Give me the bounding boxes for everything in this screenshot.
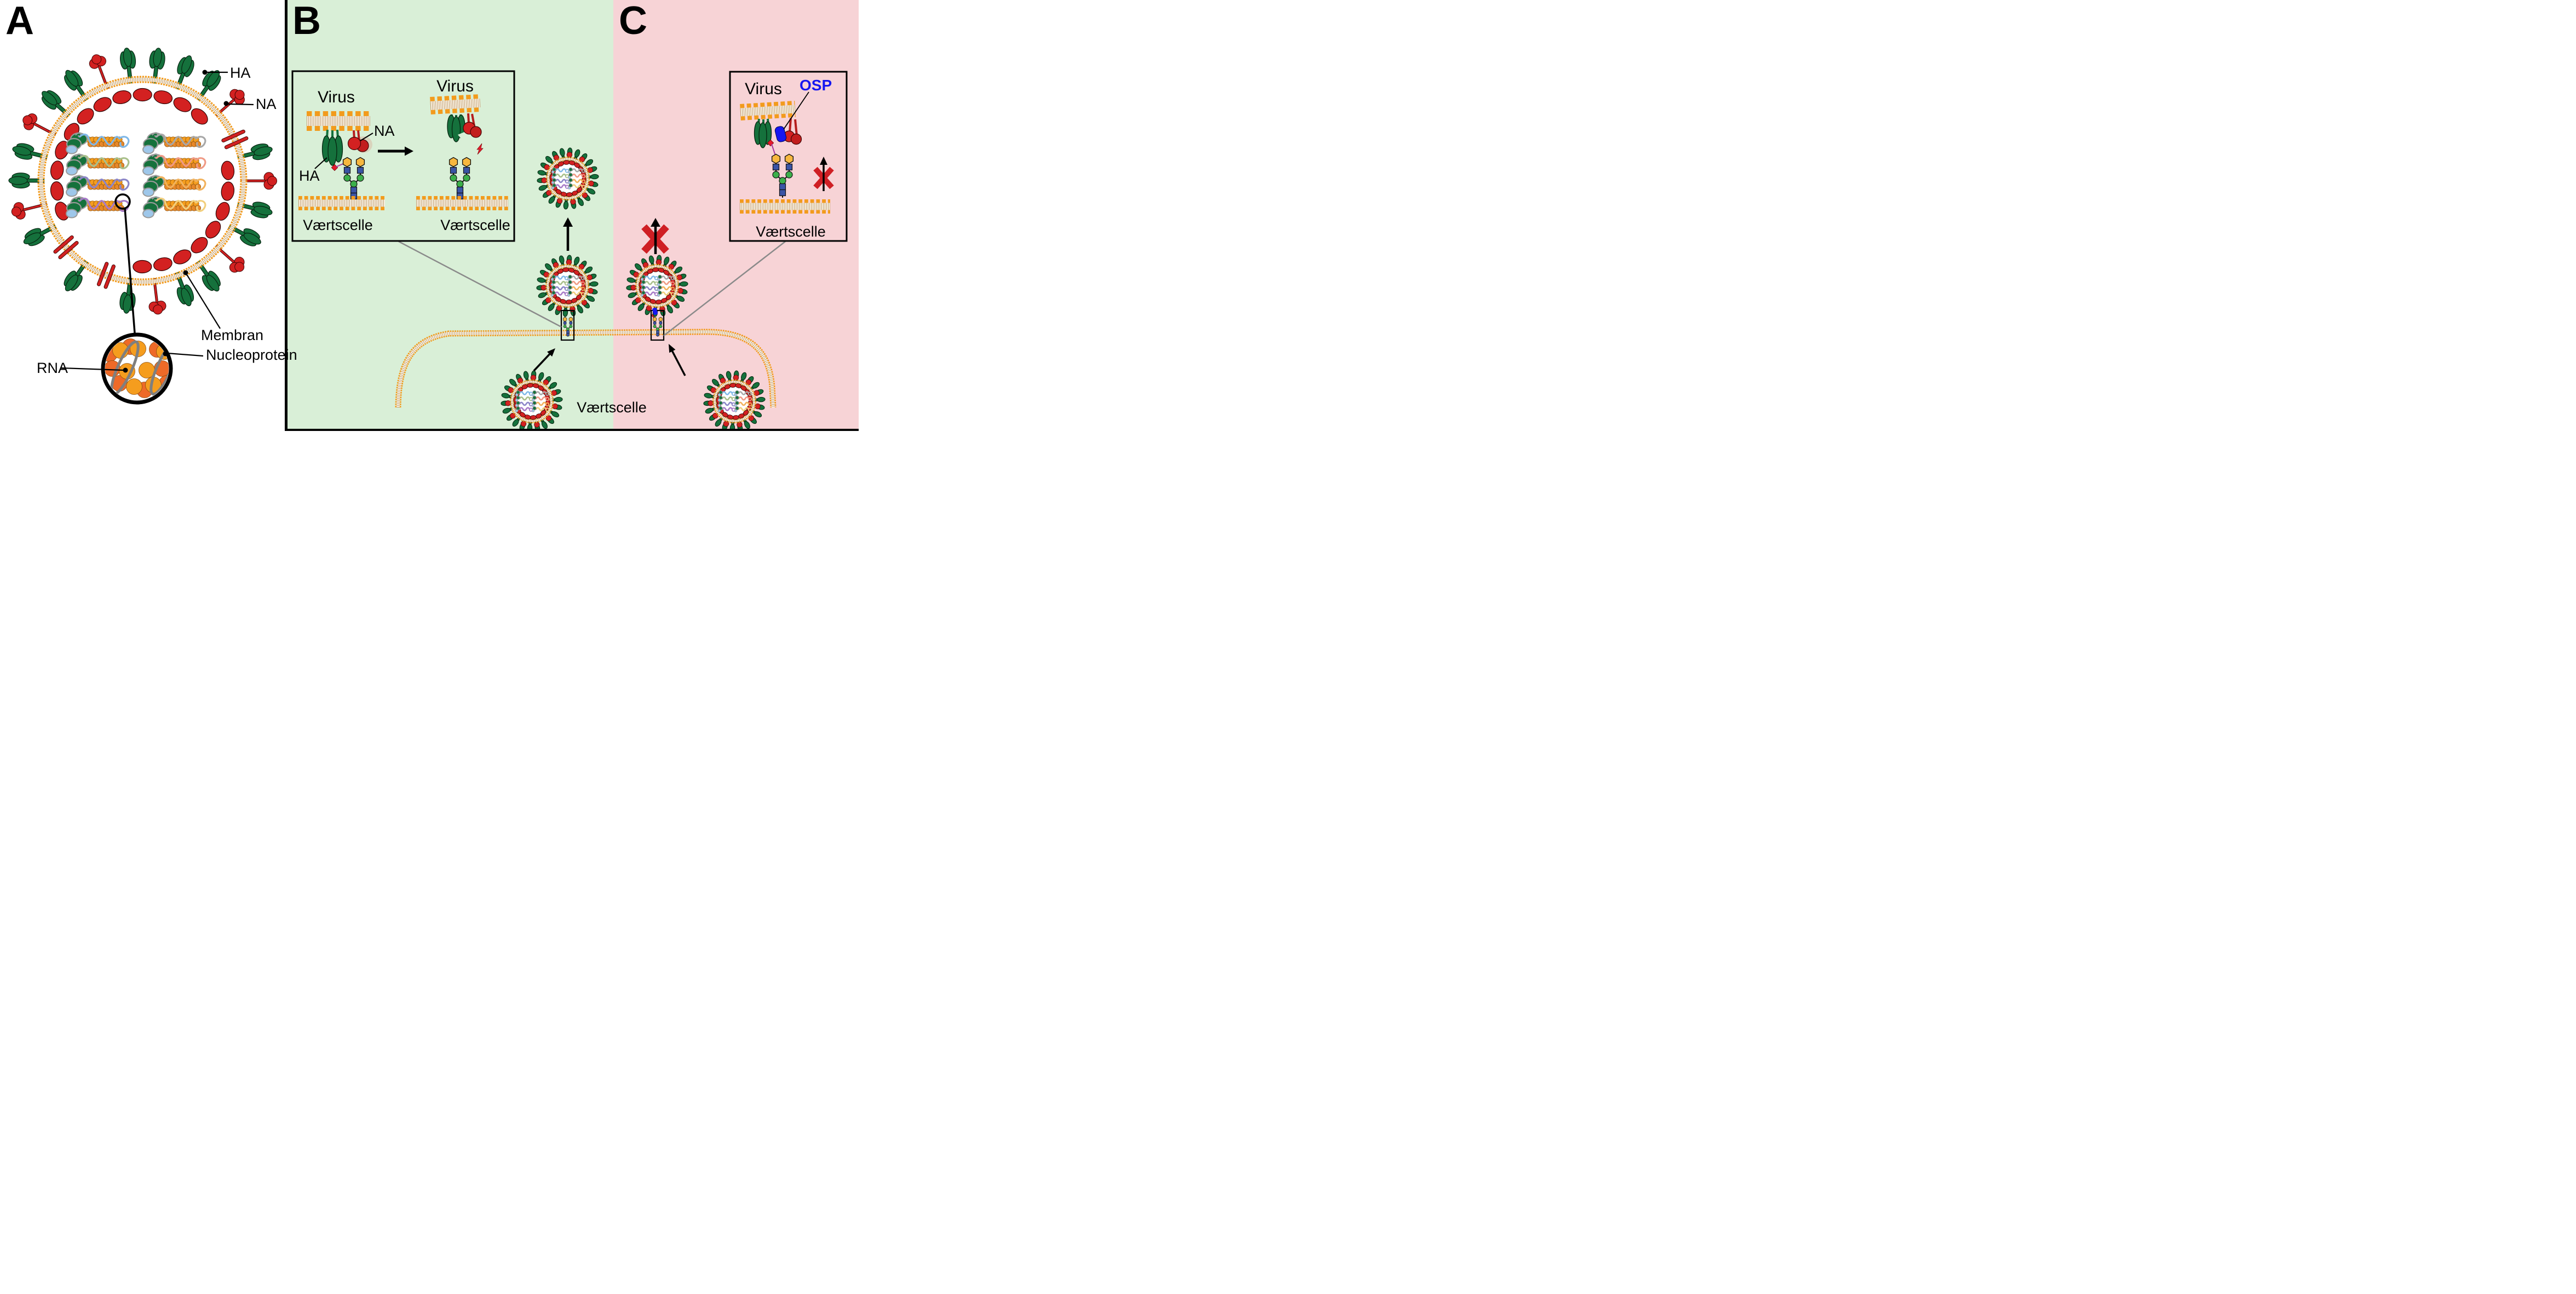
panel-a-letter: A [5, 0, 34, 43]
na-label: NA [256, 96, 277, 112]
m2-ion-channel [221, 129, 249, 149]
panel-b-inset-diagram [298, 94, 508, 210]
glycan-focus-box [560, 309, 575, 341]
nucleoprotein-label: Nucleoprotein [206, 347, 297, 363]
panel-b-background [286, 0, 613, 431]
panel-c-inset-box [729, 71, 848, 242]
bottom-border-line [285, 429, 859, 431]
osp-pointer-line [783, 91, 809, 130]
osp-molecule-small [652, 307, 658, 315]
membrane-label: Membran [201, 327, 263, 343]
virus-attached-label: Virus [318, 88, 355, 106]
receptor-glycan [771, 153, 794, 198]
approaching-virion-pink [703, 370, 766, 431]
budding-virion-pink [626, 255, 688, 317]
host-cell-label-inset-c: Værtscelle [756, 223, 826, 240]
released-virion [537, 147, 599, 210]
rnp-segment [66, 175, 130, 197]
rnp-segment [142, 175, 206, 197]
glycan-focus-box [650, 309, 665, 341]
budding-virion-green [536, 255, 599, 317]
inset-na-label: NA [374, 123, 395, 139]
sialic-acid-cleaved-icon [476, 143, 484, 155]
m2-ion-channel [96, 262, 116, 289]
rnp-segment [66, 196, 130, 218]
panel-c-letter: C [619, 0, 647, 43]
panel-b-inset-box [291, 70, 515, 242]
host-cell-label-left: Værtscelle [303, 217, 373, 233]
virus-released-label: Virus [436, 77, 474, 95]
rna-label: RNA [37, 360, 68, 376]
approach-arrow-icon [671, 350, 686, 376]
approaching-virion-green [501, 370, 563, 431]
host-cell-label-bottom: Værtscelle [577, 399, 647, 416]
receptor-glycan-right [449, 157, 472, 201]
influenza-na-osp-figure: A HA NA Membran RNA Nucleoprotein B Viru… [0, 0, 859, 431]
budding-site-glycan [652, 317, 663, 337]
host-cell-membrane-scene [395, 147, 786, 431]
virus-blocked-label: Virus [745, 80, 782, 98]
panel-divider-line [285, 0, 288, 431]
rnp-segment [142, 132, 206, 154]
panel-b-letter: B [292, 0, 321, 43]
inset-connector-line [663, 241, 786, 336]
inset-connector-line [398, 240, 562, 328]
approach-arrow-icon [533, 350, 553, 372]
m2-ion-channel [53, 235, 79, 260]
inset-ha-label: HA [299, 168, 320, 184]
panel-c-background [613, 0, 859, 431]
rnp-segment [66, 153, 130, 176]
osp-label: OSP [800, 77, 832, 94]
rnp-segment [142, 196, 206, 218]
panel-c-inset-diagram [740, 91, 834, 214]
osp-molecule [774, 126, 787, 142]
host-cell-label-right: Værtscelle [440, 217, 510, 233]
rnp-segment [142, 153, 206, 176]
rnp-segment [66, 132, 130, 154]
budding-site-glycan [562, 317, 573, 337]
panel-a-virion-diagram [8, 48, 277, 405]
ha-label: HA [230, 65, 251, 81]
magnifier-circle-icon [114, 193, 131, 210]
